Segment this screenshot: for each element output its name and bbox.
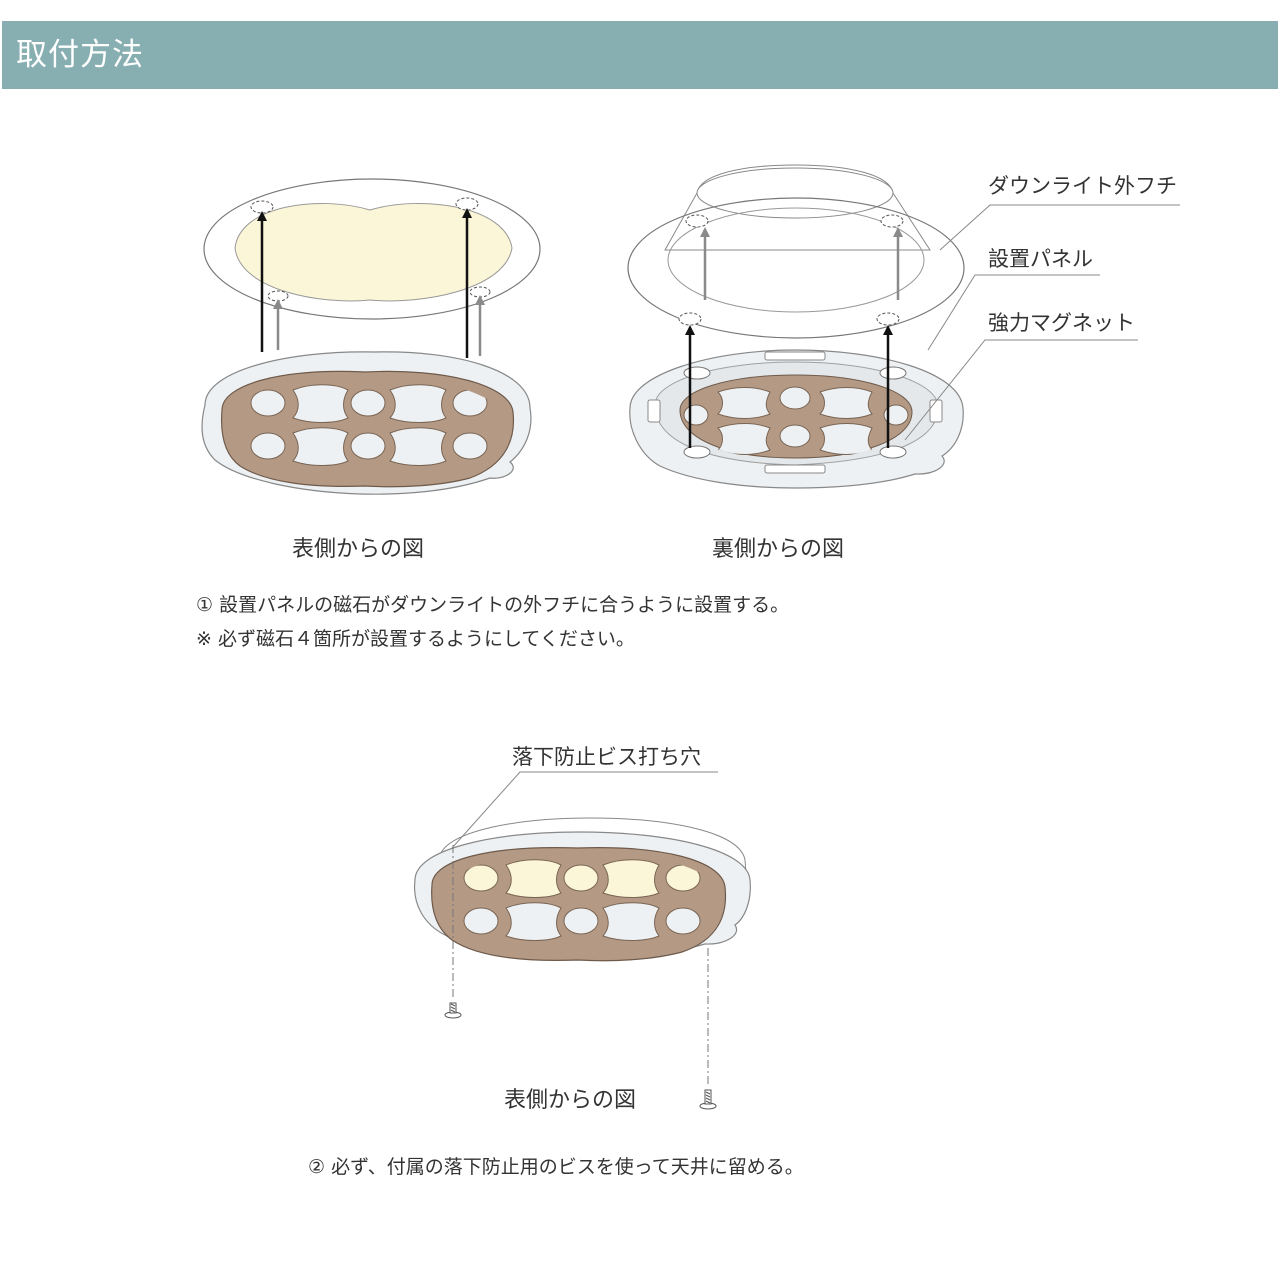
step1-instruction: ① 設置パネルの磁石がダウンライトの外フチに合うように設置する。 [196,594,790,616]
downlight-rim-back [627,197,965,339]
wooden-lattice-front [220,370,515,488]
caption-front-view: 表側からの図 [292,537,425,562]
leader-line-screw-hole [451,771,718,849]
rim-magnet-spots [250,197,491,302]
step2-instruction: ② 必ず、付属の落下防止用のビスを使って天井に留める。 [308,1156,804,1178]
caption-back-view: 裏側からの図 [712,537,845,562]
downlight-light [234,202,513,302]
wooden-lattice-screw [431,847,727,962]
page-title: 取付方法 [16,37,144,73]
screw-icon [444,1002,462,1019]
label-magnet: 強力マグネット [988,311,1135,335]
back-view-diagram [627,164,1180,489]
front-view-diagram [201,178,541,495]
header-bar: 取付方法 [2,21,1278,89]
leader-lines-figure1 [904,204,1180,441]
label-downlight-rim: ダウンライト外フチ [988,174,1177,198]
label-screw-hole: 落下防止ビス打ち穴 [512,745,701,769]
step1-note: ※ 必ず磁石４箇所が設置するようにしてください。 [196,628,635,650]
screw-view-diagram [413,771,751,1110]
label-mounting-panel: 設置パネル [988,247,1093,271]
screw-icon-2 [699,1089,717,1110]
caption-screw-front-view: 表側からの図 [504,1088,637,1113]
